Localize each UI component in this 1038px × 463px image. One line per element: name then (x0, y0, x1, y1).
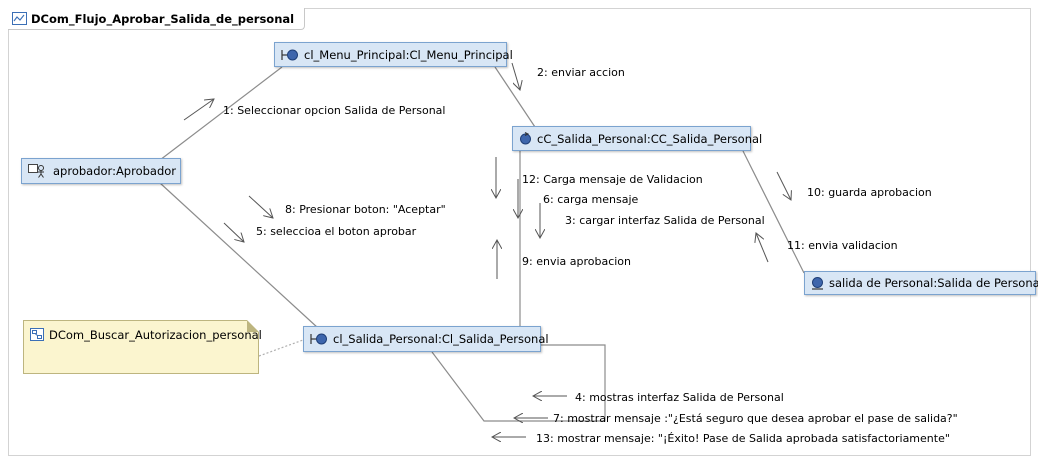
message-9: 9: envia aprobacion (522, 255, 632, 268)
link-aprobador-menu (159, 66, 283, 161)
node-label: cl_Salida_Personal:Cl_Salida_Personal (333, 332, 549, 346)
message-6: 6: carga mensaje (543, 193, 639, 206)
node-cl-salida-personal[interactable]: cl_Salida_Personal:Cl_Salida_Personal (303, 326, 549, 352)
note-diagram-reference[interactable]: DCom_Buscar_Autorizacion_personal (23, 320, 262, 374)
message-11: 11: envia validacion (787, 239, 898, 252)
message-4: 4: mostras interfaz Salida de Personal (575, 391, 784, 404)
node-label: aprobador:Aprobador (53, 164, 177, 178)
diagram-title: DCom_Flujo_Aprobar_Salida_de_personal (31, 11, 295, 26)
link-cc-entity (742, 150, 805, 274)
diagram-icon (12, 12, 27, 25)
message-7: 7: mostrar mensaje :"¿Está seguro que de… (553, 412, 958, 425)
node-cc-salida-personal[interactable]: cC_Salida_Personal:CC_Salida_Personal (512, 126, 762, 151)
diagram-link-icon (30, 328, 44, 341)
node-label: cC_Salida_Personal:CC_Salida_Personal (537, 131, 763, 146)
message-8: 8: Presionar boton: "Aceptar" (285, 203, 446, 216)
boundary-icon (310, 333, 328, 345)
link-aprobador-clsalida (159, 182, 319, 329)
arrow-msg-2 (511, 62, 520, 90)
note-fold (247, 320, 259, 332)
node-label: cl_Menu_Principal:Cl_Menu_Principal (304, 47, 513, 62)
arrow-msg-5 (223, 222, 244, 242)
message-12: 12: Carga mensaje de Validacion (522, 173, 703, 186)
message-10: 10: guarda aprobacion (807, 186, 932, 199)
arrow-msg-8 (248, 195, 273, 218)
node-label: salida de Personal:Salida de Personal (829, 276, 1038, 290)
node-aprobador[interactable]: aprobador:Aprobador (21, 158, 181, 184)
note-label: DCom_Buscar_Autorizacion_personal (49, 328, 262, 342)
message-1: 1: Seleccionar opcion Salida de Personal (223, 104, 446, 117)
node-salida-entity[interactable]: salida de Personal:Salida de Personal (804, 271, 1038, 295)
link-clsalida-self (431, 344, 606, 422)
message-3: 3: cargar interfaz Salida de Personal (565, 214, 765, 227)
control-icon (519, 132, 532, 145)
diagram-title-tab[interactable]: DCom_Flujo_Aprobar_Salida_de_personal (8, 8, 306, 30)
diagram-frame (8, 8, 1031, 456)
entity-icon (811, 276, 824, 290)
message-2: 2: enviar accion (537, 66, 625, 79)
arrow-msg-10 (776, 171, 791, 200)
arrow-msg-1 (183, 99, 214, 121)
message-13: 13: mostrar mensaje: "¡Éxito! Pase de Sa… (536, 432, 950, 445)
link-menu-cc (494, 66, 536, 128)
message-5: 5: seleccioa el boton aprobar (256, 225, 417, 238)
arrow-msg-11 (756, 233, 769, 263)
node-menu-principal[interactable]: cl_Menu_Principal:Cl_Menu_Principal (274, 42, 513, 67)
boundary-icon (281, 49, 299, 61)
actor-icon (28, 164, 48, 178)
